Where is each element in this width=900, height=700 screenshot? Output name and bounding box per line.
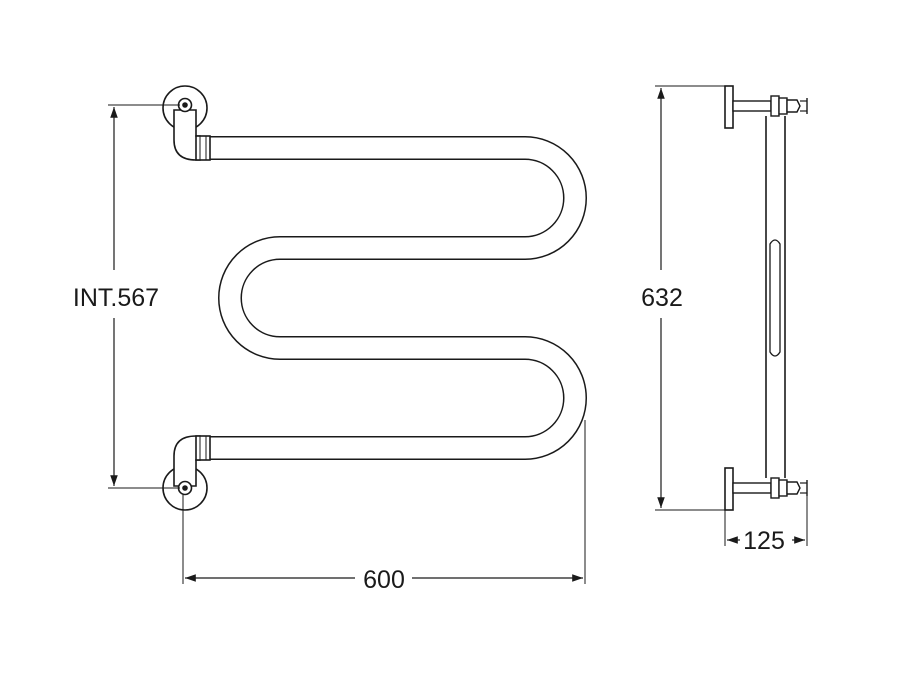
front-view: INT.567 600 — [73, 85, 587, 594]
depth-label: 125 — [743, 527, 785, 555]
top-wall-plate — [724, 85, 734, 129]
side-tube — [765, 116, 786, 478]
height-dimension: 632 — [641, 85, 730, 511]
top-wall-bracket — [162, 85, 211, 161]
interaxis-dimension: INT.567 — [73, 104, 180, 489]
top-side-fitting — [732, 95, 808, 117]
height-label: 632 — [641, 284, 683, 312]
serpentine-tube — [195, 136, 587, 460]
width-dimension: 600 — [182, 420, 586, 594]
bottom-wall-plate — [724, 467, 734, 511]
bottom-side-fitting — [732, 477, 808, 499]
side-view: 632 125 — [641, 85, 808, 555]
bottom-wall-bracket — [162, 435, 211, 511]
width-label: 600 — [363, 566, 405, 594]
interaxis-label: INT.567 — [73, 284, 159, 312]
top-coupling — [195, 135, 211, 161]
depth-dimension: 125 — [724, 496, 808, 555]
bottom-coupling — [195, 435, 211, 461]
